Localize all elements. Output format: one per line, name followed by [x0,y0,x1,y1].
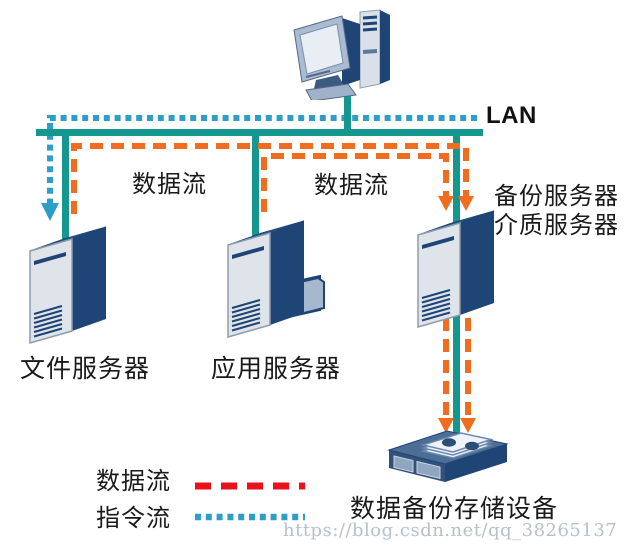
data-flow-label-right: 数据流 [314,172,389,199]
command-flow-arrowhead [41,203,59,221]
desktop-computer-icon [293,9,390,100]
lan-bus-line [36,129,483,136]
backup-server-label-line2: 介质服务器 [494,212,619,239]
workstation-drop-line [344,92,351,130]
storage-label: 数据备份存储设备 [350,495,559,523]
backup-server-icon [417,210,495,328]
legend-command-flow-label: 指令流 [96,505,171,532]
backup-server-label: 备份服务器 介质服务器 [494,182,619,240]
file-server-drop-line [62,136,69,241]
command-flow-path [47,115,477,206]
backup-server-label-line1: 备份服务器 [494,183,619,210]
file-server-icon [29,226,107,344]
data-flow-label-left: 数据流 [132,171,207,198]
data-flow-arrowhead-right [458,196,474,211]
app-server-label: 应用服务器 [211,355,342,383]
storage-arrowhead-right [460,418,476,433]
backup-storage-icon [387,430,509,482]
app-server-icon [227,220,325,338]
data-flow-arrowhead-left [438,196,454,211]
storage-arrowhead-left [438,418,454,433]
app-server-drop-line [252,136,259,238]
disk-platter-stack-icon [420,432,494,459]
watermark-text: https://blog.csdn.net/qq_38265137 [283,520,618,541]
data-flow-path-app [261,153,449,212]
lan-label: LAN [486,102,537,129]
legend-command-flow-line [195,513,305,521]
data-flow-path-file [71,143,469,214]
file-server-label: 文件服务器 [20,355,151,383]
legend-data-flow-line [195,482,305,490]
legend-data-flow-label: 数据流 [96,468,171,495]
